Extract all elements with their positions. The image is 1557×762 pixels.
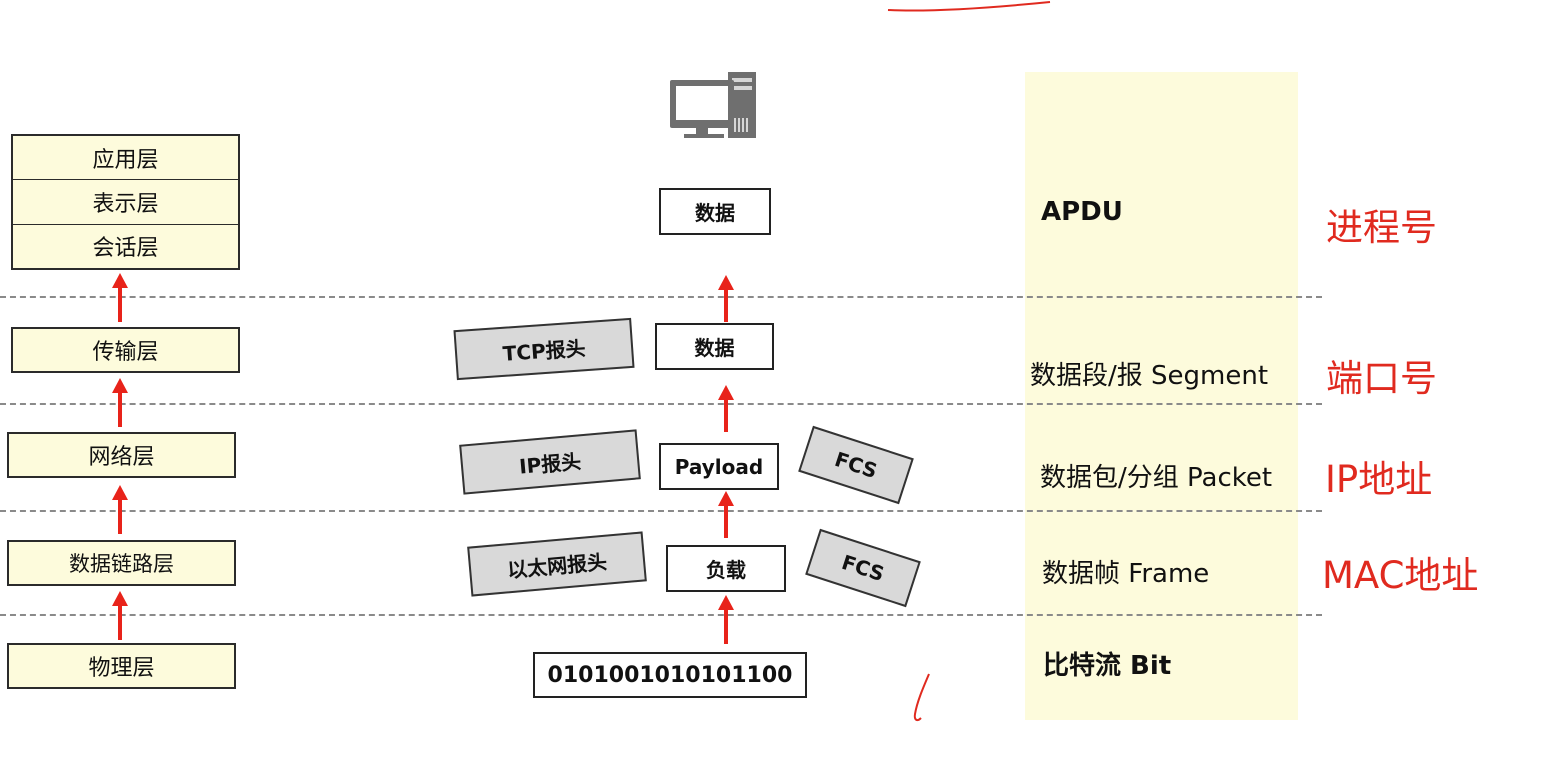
separator-datalink-physical: [0, 614, 1322, 616]
upper-layers-stack: 应用层 表示层 会话层: [11, 134, 240, 270]
layer-transport: 传输层: [11, 327, 240, 373]
layer-application: 应用层: [13, 136, 238, 181]
pdu-application: APDU: [1041, 197, 1123, 227]
arrow-frame-payload-up: [718, 491, 734, 538]
pdu-transport: 数据段/报 Segment: [1030, 361, 1269, 391]
pdu-datalink: 数据帧 Frame: [1042, 559, 1210, 589]
pen-stroke-top: [887, 1, 1051, 12]
ethernet-header-box: 以太网报头: [467, 531, 647, 597]
address-process-id: 进程号: [1326, 206, 1437, 249]
separator-application-transport: [0, 296, 1322, 298]
fcs-frame-box: FCS: [805, 528, 921, 608]
separator-transport-network: [0, 403, 1322, 405]
layer-network: 网络层: [7, 432, 236, 478]
layer-physical: 物理层: [7, 643, 236, 689]
bitstream-box: 0101001010101100: [533, 652, 807, 698]
arrow-transport-to-session: [112, 273, 128, 322]
pen-stroke-bottom: [913, 673, 930, 722]
payload-box: Payload: [659, 443, 779, 490]
address-ip: IP地址: [1325, 458, 1433, 501]
transport-data-box: 数据: [655, 323, 774, 370]
arrow-datalink-to-network: [112, 485, 128, 534]
arrow-transport-data-up: [718, 275, 734, 322]
address-port: 端口号: [1326, 357, 1437, 400]
pdu-column-background: [1025, 72, 1298, 720]
address-mac: MAC地址: [1322, 554, 1479, 597]
ip-header-box: IP报头: [459, 429, 641, 495]
arrow-network-to-transport: [112, 378, 128, 427]
layer-datalink: 数据链路层: [7, 540, 236, 586]
tcp-header-box: TCP报头: [453, 317, 635, 381]
computer-icon: [670, 72, 756, 138]
arrow-physical-to-datalink: [112, 591, 128, 640]
fcs-network-box: FCS: [798, 425, 914, 505]
layer-presentation: 表示层: [13, 180, 238, 225]
arrow-bits-up: [718, 595, 734, 644]
separator-network-datalink: [0, 510, 1322, 512]
pdu-network: 数据包/分组 Packet: [1040, 463, 1273, 493]
arrow-payload-up: [718, 385, 734, 432]
app-data-box: 数据: [659, 188, 771, 235]
frame-payload-box: 负载: [666, 545, 786, 592]
pdu-physical: 比特流 Bit: [1043, 651, 1172, 681]
layer-session: 会话层: [92, 236, 159, 262]
